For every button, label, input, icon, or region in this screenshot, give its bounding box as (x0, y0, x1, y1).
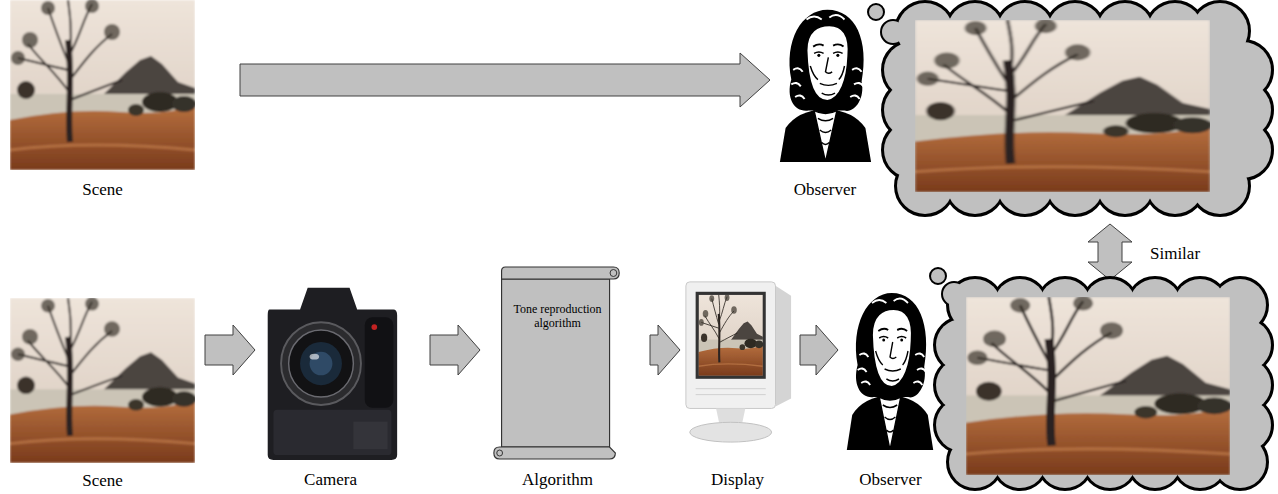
block-arrow (650, 325, 680, 375)
scene-photo (10, 0, 196, 170)
scene-node: Scene (10, 295, 195, 493)
display-node: Display (680, 268, 795, 492)
thought-cloud (931, 269, 1271, 488)
similarity-arrow (1088, 224, 1132, 280)
block-arrow (800, 325, 838, 375)
algorithm-node: Tone reproduction algorithmAlgorithm (490, 265, 625, 492)
scene-node: Scene (10, 0, 195, 202)
observer-node: Observer (770, 0, 880, 202)
thought-cloud (869, 3, 1271, 214)
block-arrow (430, 325, 480, 375)
node-caption: Scene (10, 180, 195, 200)
node-caption: Algorithm (490, 470, 625, 490)
scene-photo (10, 297, 196, 463)
observer-node: Observer (838, 268, 943, 492)
observer-figure (780, 10, 871, 162)
node-caption: Display (680, 470, 795, 490)
node-caption: Observer (770, 180, 880, 200)
block-arrow (240, 53, 770, 107)
camera-picture (268, 288, 397, 460)
block-arrow (205, 325, 255, 375)
node-caption: Observer (838, 470, 943, 490)
node-body: Tone reproduction algorithm (512, 303, 604, 331)
display-monitor (686, 282, 791, 442)
node-caption: Camera (258, 470, 403, 490)
node-caption: Scene (10, 471, 195, 491)
camera-node: Camera (258, 268, 403, 492)
algorithm-scroll (494, 267, 619, 459)
relation-label: Similar (1150, 244, 1200, 264)
observer-figure (847, 293, 933, 450)
